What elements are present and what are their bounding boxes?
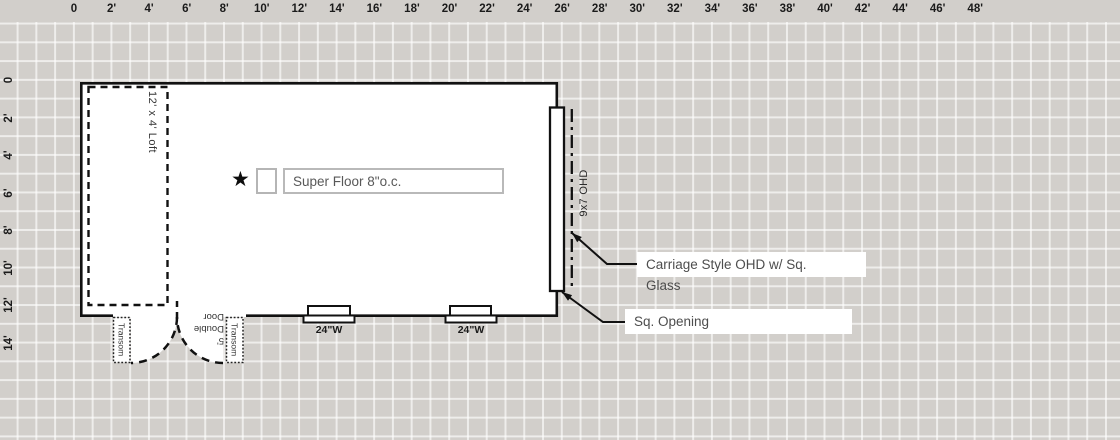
garage-door-label: 9x7 OHD (578, 169, 590, 217)
carriage-note-line2: Glass (646, 278, 681, 293)
transom-left-label-box: Transom (113, 317, 130, 363)
star-icon: ★ (231, 168, 250, 191)
ruler-top-label: 10' (253, 3, 270, 15)
transom-right-label-box: Transom (226, 317, 243, 363)
ruler-top-label: 32' (667, 3, 683, 15)
arrowhead-carriage (572, 233, 582, 243)
double-door-label: 5' Double Door (193, 311, 224, 346)
building-walls (80, 82, 559, 317)
transom-right[interactable] (225, 316, 244, 364)
ruler-top-label: 6' (182, 3, 192, 15)
ruler-left-label: 12' (3, 297, 15, 314)
ruler-top-label: 24' (516, 3, 533, 15)
window-2-label: 24"W (457, 324, 485, 336)
building-interior[interactable] (80, 82, 558, 317)
super-floor-field[interactable]: Super Floor 8"o.c. (283, 168, 504, 194)
carriage-note[interactable]: Carriage Style OHD w/ Sq. (637, 252, 866, 277)
window-1[interactable] (302, 305, 356, 324)
transom-right-label: Transom (229, 323, 240, 357)
double-door[interactable] (130, 301, 224, 365)
ruler-top-label: 36' (742, 3, 758, 15)
loft-label: 12' x 4' Loft (146, 91, 158, 154)
ruler-top-label: 2' (106, 3, 117, 15)
ruler-top-label: 34' (704, 3, 721, 15)
ruler-left-label: 0 (3, 76, 15, 84)
leader-lines (561, 232, 637, 323)
ruler-top-label: 42' (854, 3, 871, 15)
sq-opening-note-text: Sq. Opening (634, 314, 710, 329)
super-floor-checkbox[interactable] (256, 168, 277, 194)
window-2[interactable] (444, 305, 498, 324)
ruler-top-label: 30' (629, 3, 646, 15)
carriage-note-line1: Carriage Style OHD w/ Sq. (646, 257, 807, 272)
transom-left-label: Transom (116, 323, 127, 357)
arrowhead-sq-opening (562, 292, 573, 301)
loft-area[interactable] (87, 85, 169, 307)
ruler-top-label: 12' (291, 3, 308, 15)
ruler-left-label: 2' (3, 112, 15, 123)
ruler-left-label: 14' (3, 335, 15, 351)
ruler-top-label: 48' (967, 3, 983, 15)
ruler-top-label: 8' (219, 3, 229, 15)
ruler-top-label: 16' (366, 3, 383, 15)
sq-opening-note[interactable]: Sq. Opening (625, 309, 852, 334)
ruler-top-label: 14' (329, 3, 345, 15)
ruler-left-label: 4' (3, 150, 15, 160)
ruler-top-label: 28' (591, 3, 608, 15)
garage-door[interactable] (548, 106, 566, 293)
ruler-top-label: 44' (892, 3, 908, 15)
ruler-top-label: 18' (404, 3, 420, 15)
ruler-top-label: 20' (441, 3, 458, 15)
ruler-left-label: 8' (3, 225, 15, 235)
ruler-top-label: 26' (554, 3, 570, 15)
ruler-top-label: 22' (479, 3, 495, 15)
ruler-top-label: 38' (779, 3, 796, 15)
ruler-left-label: 10' (3, 259, 15, 276)
ruler-top-label: 0 (70, 3, 78, 15)
ruler-top-label: 46' (929, 3, 946, 15)
ruler-left: 0 2' 4' 6' 8' 10' 12' 14' (0, 0, 20, 440)
ruler-top: 0 2' 4' 6' 8' 10' 12' 14' 16' 18' 20' 22' 24' 26' 28' 3… (0, 0, 1120, 22)
ruler-top-label: 4' (144, 3, 154, 15)
transom-left[interactable] (112, 316, 131, 364)
window-1-label: 24"W (315, 324, 343, 336)
ruler-top-label: 40' (817, 3, 833, 15)
ruler-left-label: 6' (3, 188, 15, 198)
